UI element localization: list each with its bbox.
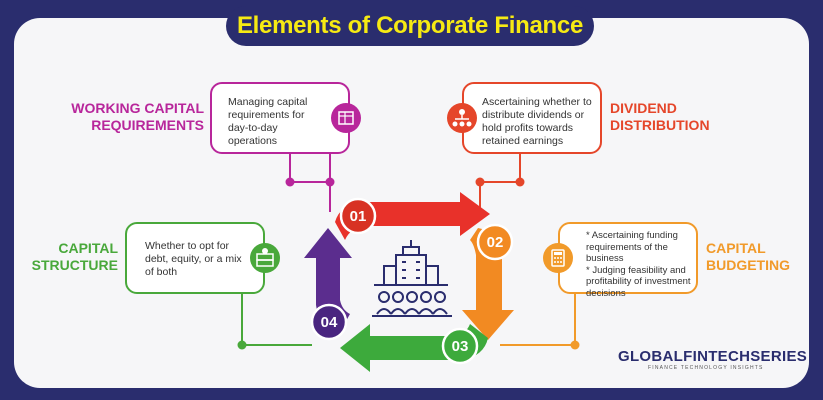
heading-working-capital-line2: REQUIREMENTS [91, 117, 204, 133]
connector-budgeting [500, 292, 580, 350]
step-badge-02: 02 [476, 223, 514, 261]
svg-text:04: 04 [321, 314, 338, 331]
team-people-icon [372, 291, 452, 317]
page-title: Elements of Corporate Finance [236, 12, 584, 39]
corporate-building-icon [374, 240, 448, 286]
brand-name-bold: GLOBAL [618, 348, 684, 365]
card-working-capital: Managing capital requirements for day-to… [210, 82, 350, 154]
heading-capital-structure: CAPITAL STRUCTURE [20, 240, 118, 274]
calculator-icon [543, 243, 573, 273]
arrow-01 [335, 192, 490, 240]
brand-tagline: FINANCE TECHNOLOGY INSIGHTS [648, 365, 764, 371]
heading-capital-budgeting: CAPITAL BUDGETING [706, 240, 806, 274]
card-capital-structure: Whether to opt for debt, equity, or a mi… [125, 222, 265, 294]
working-capital-description: Managing capital requirements for day-to… [228, 96, 308, 147]
heading-structure-line1: CAPITAL [58, 240, 118, 256]
connector-dividend [475, 152, 525, 212]
heading-working-capital-line1: WORKING CAPITAL [71, 100, 204, 116]
connector-structure [237, 292, 312, 350]
card-capital-budgeting: * Ascertaining funding requirements of t… [558, 222, 698, 299]
ledger-icon [331, 103, 361, 133]
title-pill [226, 6, 594, 46]
heading-dividend: DIVIDEND DISTRIBUTION [610, 100, 750, 134]
hierarchy-icon [447, 103, 477, 133]
budgeting-bullet-2: * Judging feasibility and profitability … [586, 264, 691, 299]
card-dividend: Ascertaining whether to distribute divid… [462, 82, 602, 154]
budgeting-bullet-1: * Ascertaining funding requirements of t… [586, 230, 678, 264]
arrow-04 [304, 228, 352, 328]
step-badge-01: 01 [339, 197, 377, 235]
structure-description: Whether to opt for debt, equity, or a mi… [145, 240, 242, 278]
dividend-description: Ascertaining whether to distribute divid… [482, 96, 592, 147]
heading-dividend-line2: DISTRIBUTION [610, 117, 710, 133]
heading-budgeting-line1: CAPITAL [706, 240, 766, 256]
money-stack-icon [250, 243, 280, 273]
brand-logo: GLOBALFINTECHSERIES [618, 348, 807, 365]
connector-working-capital [285, 152, 335, 212]
heading-budgeting-line2: BUDGETING [706, 257, 790, 273]
svg-text:01: 01 [350, 208, 367, 225]
step-badge-03: 03 [441, 327, 479, 365]
svg-text:02: 02 [487, 234, 504, 251]
svg-text:03: 03 [452, 338, 469, 355]
heading-working-capital: WORKING CAPITAL REQUIREMENTS [64, 100, 204, 134]
budgeting-bullets: * Ascertaining funding requirements of t… [586, 230, 696, 299]
heading-structure-line2: STRUCTURE [31, 257, 118, 273]
heading-dividend-line1: DIVIDEND [610, 100, 677, 116]
step-badge-04: 04 [310, 303, 348, 341]
brand-name-rest: FINTECHSERIES [683, 348, 808, 365]
